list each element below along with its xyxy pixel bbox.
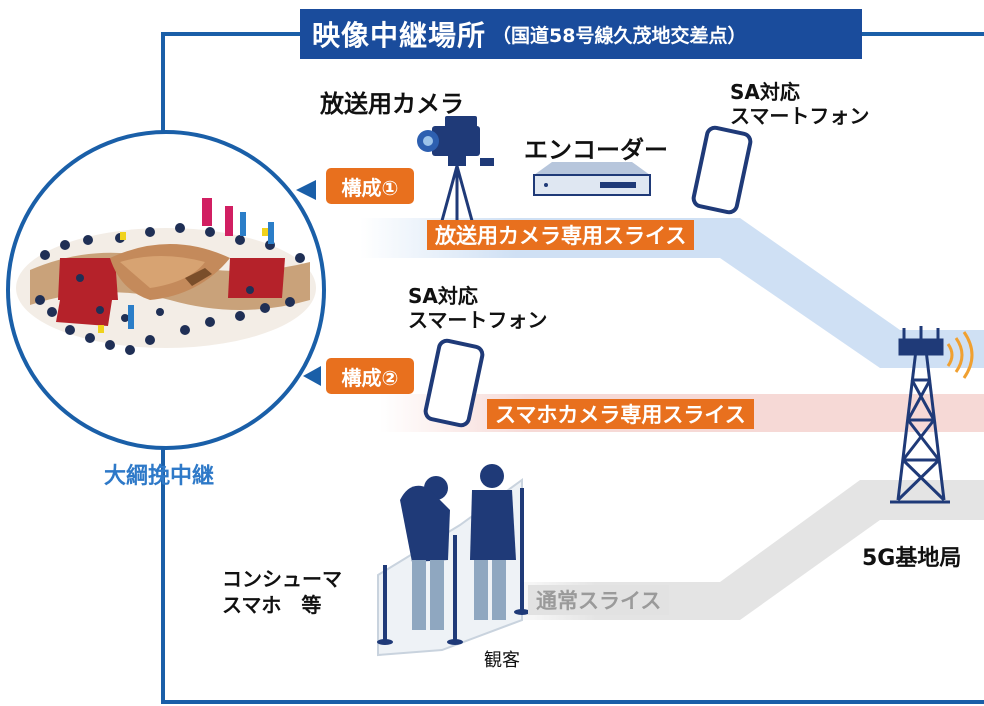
phone2-label-line2: スマートフォン <box>408 308 548 332</box>
smartphone-icon-config1 <box>691 125 753 215</box>
slice-band-broadcast <box>360 218 984 368</box>
smartphone-slice-label: スマホカメラ専用スライス <box>487 399 754 429</box>
encoder-label: エンコーダー <box>524 136 668 164</box>
title-sub: （国道58号線久茂地交差点） <box>492 24 747 47</box>
title-main: 映像中継場所 <box>312 19 487 52</box>
arrow-config1 <box>296 180 316 200</box>
consumer-label-line1: コンシューマ <box>222 567 342 591</box>
phone1-label: SA対応 スマートフォン <box>730 80 869 128</box>
consumer-label: コンシューマ スマホ 等 <box>222 566 342 618</box>
encoder-icon <box>533 162 651 196</box>
phone2-label: SA対応 スマートフォン <box>408 284 547 332</box>
phone2-label-line1: SA対応 <box>408 284 478 308</box>
phone1-label-line1: SA対応 <box>730 80 800 104</box>
camera-label: 放送用カメラ <box>320 90 464 118</box>
base-station-tower-icon <box>890 326 950 504</box>
event-photo-circle <box>6 130 326 450</box>
arrow-config2 <box>303 366 321 386</box>
broadcast-camera-icon <box>417 116 494 229</box>
consumer-label-line2: スマホ 等 <box>222 593 322 617</box>
broadcast-slice-label: 放送用カメラ専用スライス <box>427 220 695 250</box>
smartphone-icon-config2 <box>423 338 485 428</box>
audience-label: 観客 <box>484 650 520 671</box>
config2-badge: 構成② <box>326 358 414 394</box>
config1-badge: 構成① <box>326 168 414 204</box>
phone1-label-line2: スマートフォン <box>730 104 870 128</box>
base-station-label: 5G基地局 <box>862 546 962 571</box>
location-title: 映像中継場所 （国道58号線久茂地交差点） <box>300 9 862 59</box>
audience-illustration <box>377 464 530 657</box>
event-label: 大綱挽中継 <box>104 464 215 489</box>
radio-wave-icon <box>946 331 974 379</box>
normal-slice-label: 通常スライス <box>528 585 670 615</box>
